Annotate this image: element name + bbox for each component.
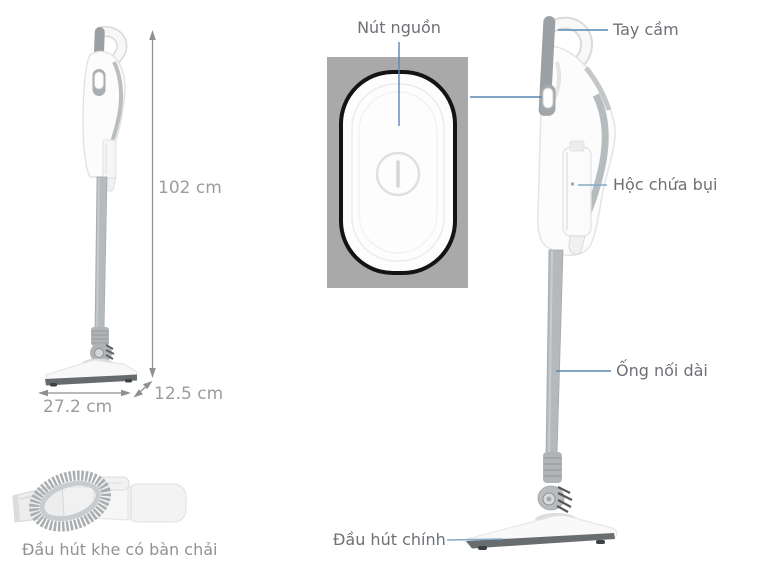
handle-label: Tay cầm: [613, 20, 679, 39]
right-vacuum-illustration: [465, 16, 618, 550]
leader-lines: [398, 29, 611, 541]
depth-dimension-arrow: [133, 381, 153, 398]
power-button-label: Nút nguồn: [357, 18, 441, 37]
extension-tube-illustration: [545, 249, 564, 456]
height-dimension-value: 102 cm: [158, 178, 222, 198]
dust-container-label: Hộc chứa bụi: [613, 175, 718, 194]
width-dimension-arrow: [38, 389, 131, 397]
crevice-tool-label: Đầu hút khe có bàn chải: [22, 540, 218, 559]
leader-main-head: [446, 538, 504, 541]
brush-ring: [29, 470, 111, 532]
extension-tube-label: Ống nối dài: [616, 361, 708, 380]
main-head-label: Đầu hút chính: [333, 530, 446, 549]
height-dimension-arrow: [149, 30, 156, 378]
width-dimension-value: 27.2 cm: [43, 397, 113, 417]
dust-container-illustration: [562, 140, 592, 255]
crevice-tool-illustration: [12, 470, 187, 532]
main-head-illustration: [465, 515, 618, 550]
depth-dimension-value: 12.5 cm: [154, 384, 224, 404]
power-icon: [375, 151, 421, 197]
power-button-inset: [327, 57, 468, 288]
left-vacuum-illustration: [45, 26, 138, 387]
